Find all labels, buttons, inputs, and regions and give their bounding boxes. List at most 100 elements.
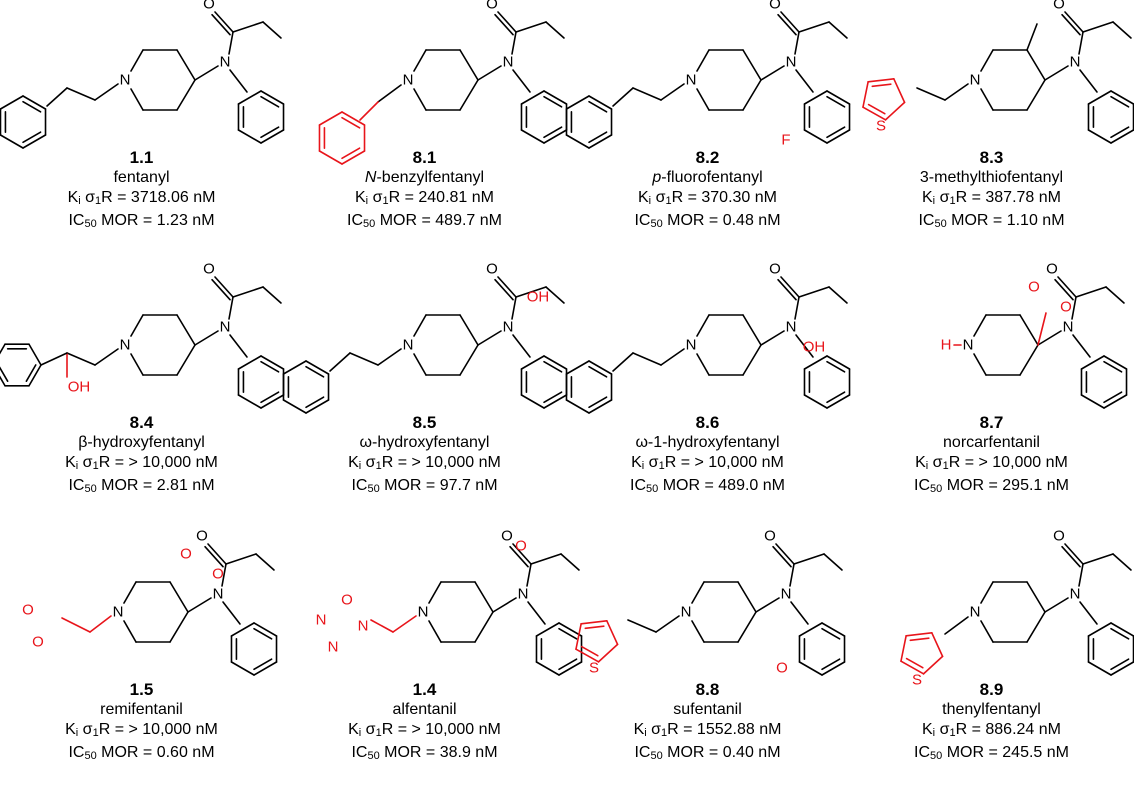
carbonyl-oxygen: O [32,634,44,651]
bond [194,330,219,346]
amide-nitrogen: N [503,54,514,71]
piperidine-nitrogen: N [120,337,131,354]
compound-name: 3-methylthiofentanyl [850,168,1133,188]
ring-bond [973,314,987,337]
ring-bond [25,364,37,383]
ring-bond [176,344,196,376]
ring-bond [1026,611,1046,643]
ring-bond [413,314,427,337]
hydrogen-atom: H [941,337,952,354]
ring-bond [973,353,987,376]
bond [221,563,227,587]
piperidine-nitrogen: N [970,72,981,89]
ic50-mor-value: IC50 MOR = 489.0 nM [630,477,785,495]
compound-name: sufentanil [566,700,849,720]
benzene-ring [1080,355,1128,409]
bond [94,83,119,101]
ring-bond [282,360,307,375]
ic50-mor-value: IC50 MOR = 38.9 nM [351,744,498,762]
ring-bond [742,344,762,376]
piperidine-ring [973,314,1039,376]
ring-bond [176,79,196,111]
ring-bond [130,49,144,72]
amide-nitrogen: N [1070,586,1081,603]
ring-bond [237,394,262,409]
benzene-ring [520,355,568,409]
ring-bond [821,627,841,640]
ic50-mor-value: IC50 MOR = 2.81 nM [68,477,215,495]
bond [229,69,248,93]
ring-bond [543,355,568,370]
ring-bond [520,129,545,144]
benzene-ring [1087,622,1134,676]
tetrazole-nitrogen: N [316,612,327,629]
double-bond [1064,11,1084,33]
bond [377,348,402,366]
ring-bond [696,88,710,111]
compound-name: N-benzylfentanyl [283,168,566,188]
double-bond [1064,543,1084,565]
benzene-ring [798,622,846,676]
name-text: remifentanil [100,701,183,718]
ring-bond [826,95,846,108]
bond [944,83,969,101]
ring-bond [28,343,42,366]
ring-bond [260,126,280,139]
ki-sigma1r-value: Ki σ1R = 886.24 nM [922,721,1061,739]
ring-bond [123,620,137,643]
ring-bond [341,147,361,160]
carbonyl-oxygen: O [196,528,208,545]
ring-bond [305,399,330,414]
ring-bond [1110,622,1134,637]
piperidine-nitrogen: N [686,72,697,89]
compound-id: 8.5 [412,413,437,432]
ring-bond [413,353,427,376]
bond [492,597,517,613]
ring-bond [900,660,925,675]
bond [511,296,517,320]
bond [530,553,562,565]
compound-id: 8.2 [695,148,720,167]
ring-bond [584,625,605,630]
bond [1037,312,1047,346]
ring-bond [305,396,325,409]
benzene-ring [1087,90,1134,144]
ring-bond [803,394,828,409]
compound-id: 8.3 [979,148,1004,167]
bond [66,87,96,101]
bond [760,65,785,81]
bond [1078,563,1084,587]
carbonyl-oxygen: O [1046,261,1058,278]
ring-bond [575,648,600,663]
ring-bond [22,131,42,144]
ring-bond [588,365,608,378]
ring-bond [535,622,560,637]
ring-bond [871,83,892,88]
ring-bond [588,360,613,375]
ring-bond [862,106,887,121]
benzene-ring [803,90,851,144]
benzene-ring [565,360,613,414]
ring-bond [459,314,479,346]
ic50-mor-value: IC50 MOR = 245.5 nM [914,744,1069,762]
ring-bond [341,150,366,165]
bond [377,84,402,103]
bond [94,348,119,366]
amide-nitrogen: N [786,319,797,336]
bond [1071,296,1077,320]
carbonyl-oxygen: O [486,261,498,278]
ring-bond [1110,95,1130,108]
name-text: norcarfentanil [943,434,1040,451]
double-bond [780,276,800,298]
bond [370,619,394,633]
double-bond [494,278,514,301]
ring-bond [575,622,582,650]
